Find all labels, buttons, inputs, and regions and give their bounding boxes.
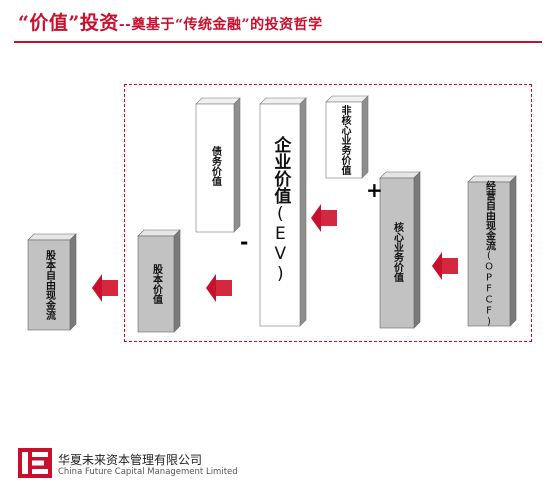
debt-value-shape <box>195 97 241 233</box>
page-title: “价值”投资--奠基于“传统金融”的投资哲学 <box>18 8 323 35</box>
core-value-shape <box>379 171 421 329</box>
operating-cashflow-main: 经营自由现金流 <box>483 180 495 251</box>
title-divider <box>14 41 542 43</box>
arrow-left-icon <box>206 274 232 302</box>
company-name-cn: 华夏未来资本管理有限公司 <box>58 453 203 467</box>
company-name-en: China Future Capital Management Limited <box>58 467 238 477</box>
equity-value-label: 股本价值 <box>150 264 162 304</box>
operating-cashflow-abbr: (OPFCF) <box>483 250 495 328</box>
plus-sign: + <box>366 178 383 202</box>
core-value-block: 核心业务价值 <box>379 171 421 329</box>
arrow-left-icon <box>92 274 118 302</box>
enterprise-value-label: 企业价值(EV) <box>270 136 291 284</box>
equity-value-shape <box>137 229 181 333</box>
enterprise-value-main: 企业价值 <box>270 136 291 204</box>
enterprise-valuation-frame <box>124 84 532 342</box>
operating-cashflow-label: 经营自由现金流(OPFCF) <box>484 181 495 328</box>
equity-cashflow-block: 股本自由现金流 <box>27 233 77 331</box>
enterprise-value-abbr: (EV) <box>270 204 291 284</box>
enterprise-value-block: 企业价值(EV) <box>259 97 307 327</box>
debt-value-block: 债务价值 <box>195 97 241 233</box>
title-subtitle: --奠基于“传统金融”的投资哲学 <box>118 17 323 33</box>
core-value-label: 核心业务价值 <box>391 222 403 282</box>
enterprise-value-shape <box>259 97 307 327</box>
title-main: “价值”投资 <box>18 12 119 34</box>
equity-cashflow-label: 股本自由现金流 <box>43 250 55 320</box>
arrow-left-icon <box>432 252 458 280</box>
non-core-value-label: 非核心业务价值 <box>339 105 350 175</box>
operating-cashflow-block: 经营自由现金流(OPFCF) <box>467 175 517 328</box>
arrow-left-icon <box>311 204 337 232</box>
company-logo <box>18 448 52 478</box>
equity-value-block: 股本价值 <box>137 229 181 333</box>
equity-cashflow-shape <box>27 233 77 331</box>
minus-sign: - <box>240 230 249 254</box>
non-core-value-block: 非核心业务价值 <box>325 95 369 179</box>
operating-cashflow-shape <box>467 175 517 327</box>
non-core-value-shape <box>325 95 369 179</box>
debt-value-label: 债务价值 <box>209 146 221 186</box>
